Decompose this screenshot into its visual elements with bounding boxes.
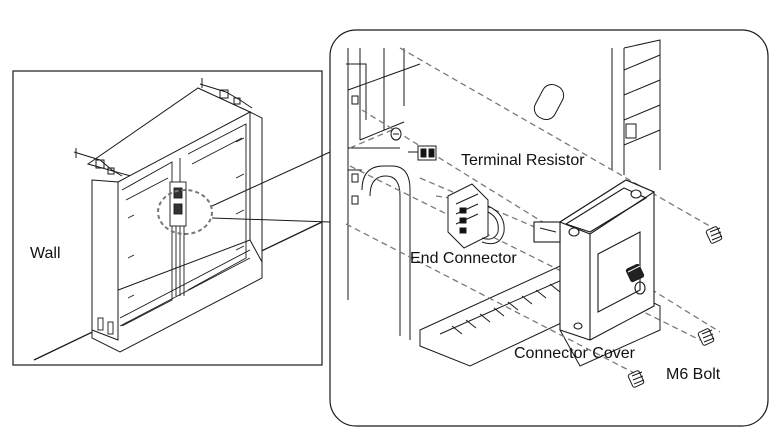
m6-bolt-4 (627, 370, 645, 388)
label-m6-bolt: M6 Bolt (666, 366, 721, 383)
m6-bolt-3 (697, 328, 715, 346)
terminal-resistor (408, 145, 437, 161)
end-connector (447, 183, 505, 249)
detail-callout-circle (157, 189, 213, 235)
mounting-screw-left (390, 127, 402, 141)
wall-bracket-left (73, 148, 123, 177)
label-end-connector: End Connector (410, 250, 517, 267)
callout-line-bottom (211, 217, 331, 223)
m6-bolt-2 (625, 263, 645, 283)
label-wall: Wall (30, 245, 61, 262)
m6-bolt-1 (705, 226, 723, 244)
label-connector-cover: Connector Cover (514, 345, 635, 362)
cabinet-interior (346, 39, 661, 340)
overview-panel (12, 70, 331, 366)
detail-panel (329, 29, 769, 427)
cabinet-details (97, 123, 251, 335)
connector-cover (533, 179, 656, 341)
wall-bracket-right (199, 78, 253, 109)
label-terminal-resistor: Terminal Resistor (461, 152, 585, 169)
callout-line-top (211, 151, 331, 207)
